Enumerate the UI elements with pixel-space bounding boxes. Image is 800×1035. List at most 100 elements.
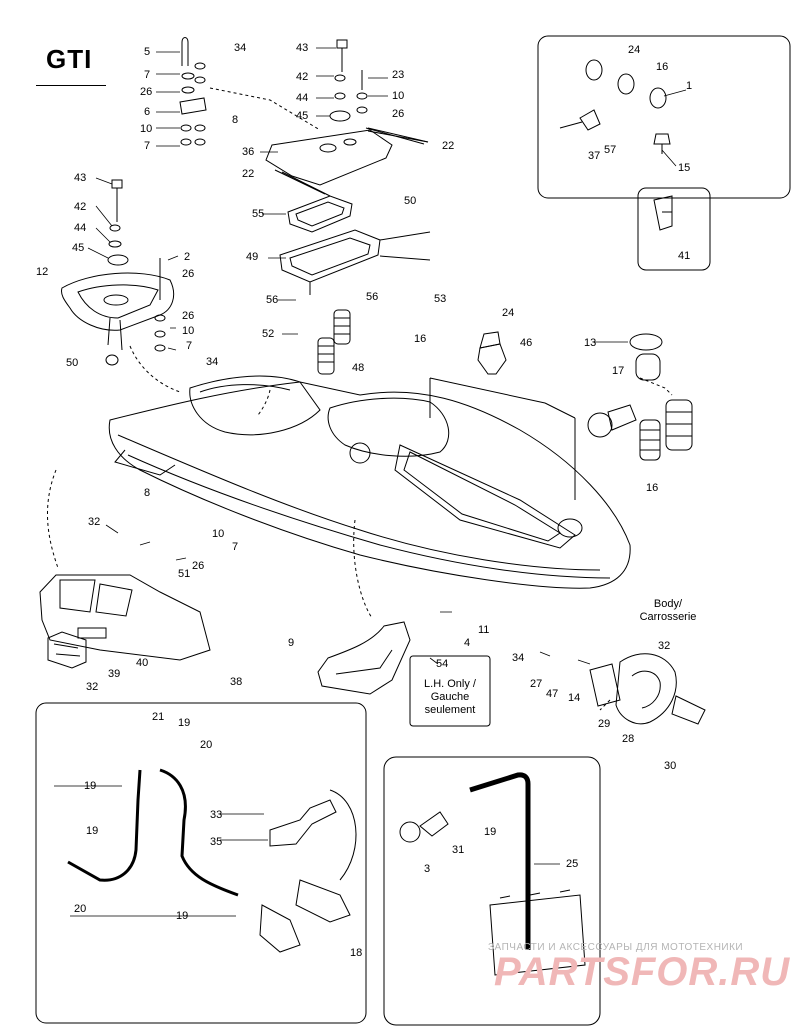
- note-lh-line3: seulement: [424, 704, 476, 716]
- callout-8: 8: [232, 114, 239, 126]
- hardware-stack-left: [179, 37, 207, 146]
- callout-32c: 32: [658, 640, 671, 652]
- callout-35: 35: [210, 836, 223, 848]
- baffle-part-39: [47, 631, 87, 669]
- watermark-logo: PARTSFOR.RU: [494, 950, 791, 994]
- callout-13: 13: [584, 337, 597, 349]
- callout-25: 25: [566, 858, 579, 870]
- callout-10c: 10: [182, 325, 195, 337]
- note-lh-only: L.H. Only / Gauche seulement: [410, 678, 490, 717]
- hose-part-18: [259, 879, 351, 953]
- callout-33: 33: [210, 809, 223, 821]
- fitting-part-31: [419, 811, 449, 837]
- callout-19: 19: [178, 717, 191, 729]
- callout-7d: 7: [232, 541, 239, 553]
- plate-part-36: [265, 127, 429, 197]
- callout-19d: 19: [176, 910, 189, 922]
- vent-part-9: [317, 621, 411, 695]
- seat-part-12: [61, 272, 175, 351]
- pump-cover-part-28: [589, 653, 706, 725]
- callout-16: 16: [414, 333, 427, 345]
- callout-4: 4: [464, 637, 471, 649]
- callout-3: 3: [424, 863, 431, 875]
- plate-part-49: [279, 229, 431, 295]
- detail-box-hoses: [35, 702, 367, 1024]
- callout-54: 54: [436, 658, 449, 670]
- callout-31: 31: [452, 844, 465, 856]
- battery-part: [489, 889, 586, 976]
- callout-15: 15: [678, 162, 691, 174]
- callout-44: 44: [296, 92, 309, 104]
- callout-49: 49: [246, 251, 259, 263]
- callout-44b: 44: [74, 222, 87, 234]
- fitting-part-3: [399, 821, 421, 843]
- callout-36: 36: [242, 146, 255, 158]
- shock-springs-part-17: [587, 333, 693, 461]
- callout-48: 48: [352, 362, 365, 374]
- diagram-title: GTI: [46, 44, 93, 74]
- callout-26b: 26: [392, 108, 405, 120]
- callout-24: 24: [502, 307, 515, 319]
- callout-47: 47: [546, 688, 559, 700]
- callout-42: 42: [296, 71, 309, 83]
- hardware-stack-seat: [105, 179, 166, 366]
- callout-40: 40: [136, 657, 149, 669]
- hose-part-20: [67, 769, 142, 882]
- gasket-part-55: [287, 195, 353, 233]
- callout-2: 2: [184, 251, 191, 263]
- note-lh-line1: L.H. Only /: [424, 678, 476, 690]
- callout-16b: 16: [646, 482, 659, 494]
- callout-10: 10: [140, 123, 153, 135]
- callout-41: 41: [678, 250, 691, 262]
- callout-1: 1: [686, 80, 693, 92]
- callout-7c: 7: [186, 340, 193, 352]
- callout-26: 26: [140, 86, 153, 98]
- callout-26e: 26: [192, 560, 205, 572]
- detail-box-clip: [637, 187, 711, 271]
- hull-body: [108, 375, 631, 589]
- callout-27: 27: [530, 678, 543, 690]
- callout-50b: 50: [404, 195, 417, 207]
- callout-56b: 56: [366, 291, 379, 303]
- intake-grille-part-38: [39, 574, 211, 661]
- note-box-lh: [409, 655, 491, 727]
- callout-45b: 45: [72, 242, 85, 254]
- hose-arc: [329, 789, 357, 881]
- vent-tube-part-25: [469, 772, 531, 950]
- callout-32: 32: [88, 516, 101, 528]
- callout-21: 21: [152, 711, 165, 723]
- clamps-detail: [559, 59, 671, 154]
- callout-14: 14: [568, 692, 581, 704]
- callout-16c: 16: [656, 61, 669, 73]
- callout-30: 30: [664, 760, 677, 772]
- clip-part-41: [653, 195, 673, 231]
- callout-53: 53: [434, 293, 447, 305]
- note-body-line1: Body/: [653, 598, 683, 610]
- callout-51: 51: [178, 568, 191, 580]
- callout-22b: 22: [242, 168, 255, 180]
- hardware-stack-top: [329, 39, 429, 143]
- callout-9: 9: [288, 637, 295, 649]
- callout-26c: 26: [182, 268, 195, 280]
- callout-10d: 10: [212, 528, 225, 540]
- callout-56: 56: [266, 294, 279, 306]
- detail-box-vent-tube: [383, 756, 601, 1026]
- callout-50: 50: [66, 357, 79, 369]
- callout-8b: 8: [144, 487, 151, 499]
- callout-34: 34: [234, 42, 247, 54]
- callout-38: 38: [230, 676, 243, 688]
- callout-17: 17: [612, 365, 625, 377]
- callout-7: 7: [144, 69, 151, 81]
- drain-part-46: [477, 331, 507, 375]
- callout-46: 46: [520, 337, 533, 349]
- hose-part-20b: [159, 768, 239, 897]
- callout-45: 45: [296, 110, 309, 122]
- callout-52: 52: [262, 328, 275, 340]
- callout-28: 28: [622, 733, 635, 745]
- bracket-part-35: [269, 799, 337, 847]
- callout-43b: 43: [74, 172, 87, 184]
- watermark-tagline: ЗАПЧАСТИ И АКСЕССУАРЫ ДЛЯ МОТОТЕХНИКИ: [488, 942, 744, 953]
- callout-19e: 19: [484, 826, 497, 838]
- callout-19c: 19: [86, 825, 99, 837]
